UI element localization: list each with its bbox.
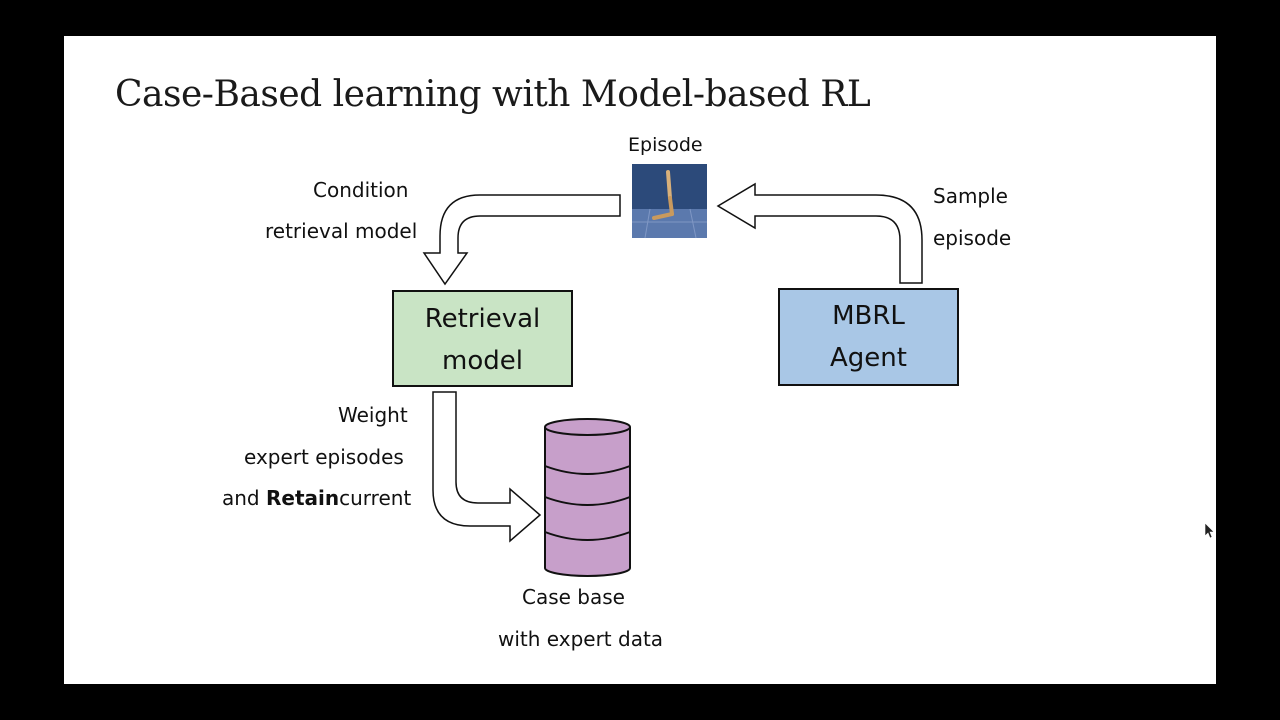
condition-label-line1: Condition bbox=[313, 178, 409, 202]
mbrl-agent-box: MBRL Agent bbox=[778, 288, 959, 386]
slide: Case-Based learning with Model-based RL bbox=[64, 36, 1216, 684]
condition-arrow bbox=[422, 194, 621, 286]
episode-image bbox=[632, 164, 707, 239]
retrieval-box-line1: Retrieval bbox=[424, 304, 541, 334]
retrieval-box-line2: model bbox=[442, 346, 523, 376]
weight-label-current: current bbox=[339, 486, 412, 510]
weight-label-retain: Retain bbox=[266, 486, 340, 510]
sample-label-line2: episode bbox=[933, 226, 1012, 250]
casebase-label-line1: Case base bbox=[522, 585, 625, 609]
weight-label-line3: and Retaincurrent bbox=[222, 486, 411, 510]
casebase-label-line2: with expert data bbox=[498, 627, 664, 651]
slide-title: Case-Based learning with Model-based RL bbox=[115, 74, 871, 115]
retrieval-model-box: Retrieval model bbox=[392, 290, 573, 387]
sample-arrow bbox=[716, 182, 923, 284]
weight-label-and: and bbox=[222, 486, 260, 510]
weight-label-line2: expert episodes bbox=[244, 445, 404, 469]
episode-label: Episode bbox=[628, 134, 703, 156]
case-base-cylinder bbox=[544, 418, 631, 577]
retain-arrow bbox=[432, 391, 542, 543]
sample-label-line1: Sample bbox=[933, 184, 1008, 208]
agent-box-line1: MBRL bbox=[832, 301, 905, 331]
weight-label-line1: Weight bbox=[338, 403, 408, 427]
agent-box-line2: Agent bbox=[830, 343, 907, 373]
condition-label-line2: retrieval model bbox=[265, 219, 418, 243]
